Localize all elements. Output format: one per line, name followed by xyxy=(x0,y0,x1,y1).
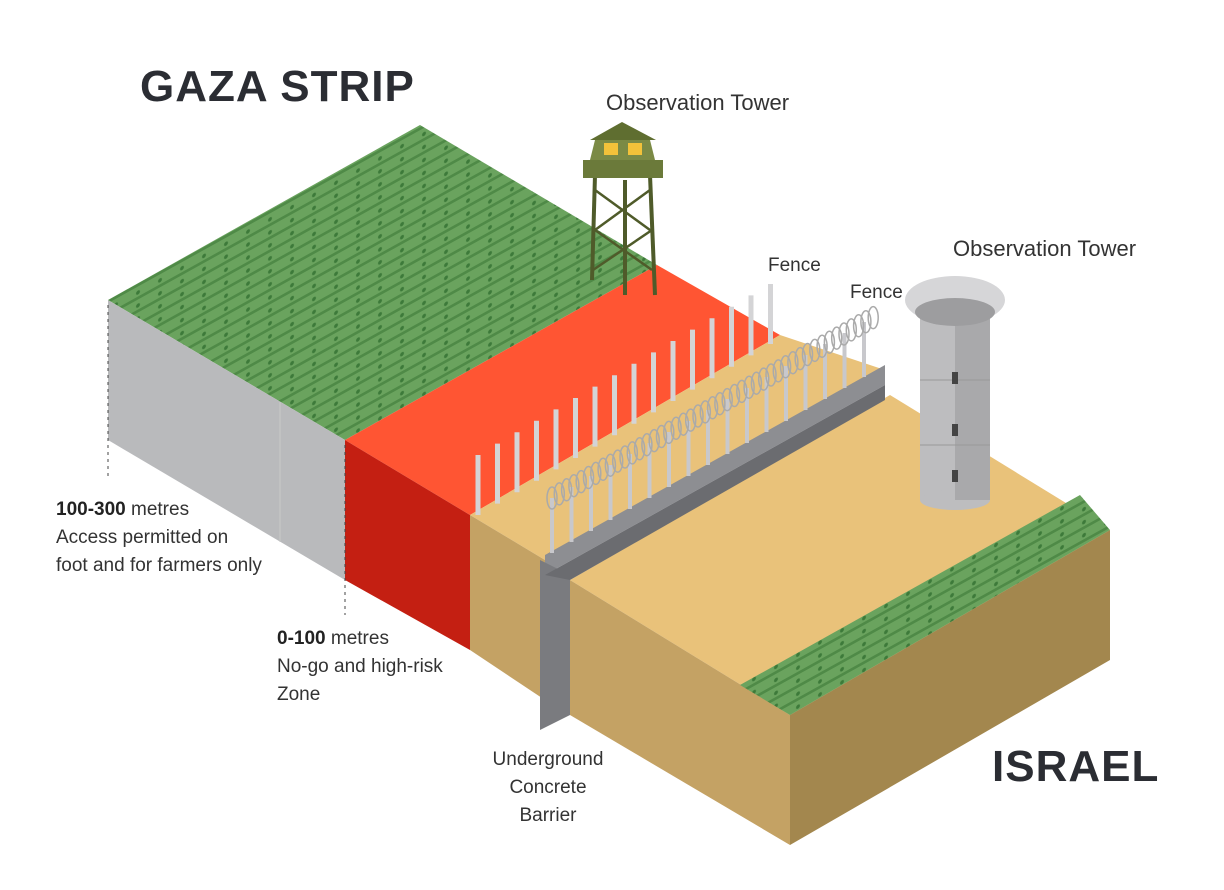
fence-2-label: Fence xyxy=(850,282,903,303)
tower-gaza-label: Observation Tower xyxy=(606,90,790,115)
israel-right xyxy=(790,530,1110,845)
razor-wire-coil xyxy=(597,457,609,482)
razor-wire-coil xyxy=(772,359,785,383)
israel-title: ISRAEL xyxy=(992,742,1160,791)
near-zone-unit: metres xyxy=(325,628,389,649)
razor-wire-coil xyxy=(663,420,675,445)
razor-wire-coil xyxy=(757,367,770,391)
razor-wire-coil xyxy=(787,350,799,375)
near-zone-desc-1: No-go and high-risk xyxy=(277,656,443,677)
razor-wire-coil xyxy=(721,387,733,412)
razor-wire-coil xyxy=(655,424,668,449)
razor-wire-coil xyxy=(801,342,814,367)
observation-tower-gaza xyxy=(583,122,663,296)
fence-1-label: Fence xyxy=(768,255,821,276)
far-zone-label: 100-300 metres Access permitted on foot … xyxy=(56,496,262,580)
razor-wire-coil xyxy=(590,461,602,486)
razor-wire-coil xyxy=(779,355,792,379)
razor-wire-coil xyxy=(860,309,872,334)
razor-wire-coil xyxy=(736,379,748,404)
razor-wire-coil xyxy=(845,318,858,342)
razor-wire-coil xyxy=(568,473,580,498)
razor-wire-coil xyxy=(714,391,726,416)
razor-wire-coil xyxy=(626,441,639,465)
far-zone-desc-2: foot and for farmers only xyxy=(56,555,262,576)
near-zone-desc-2: Zone xyxy=(277,684,321,705)
underground-barrier xyxy=(540,560,570,730)
razor-wire-coil xyxy=(684,408,697,432)
razor-wire-coil xyxy=(823,330,836,354)
razor-wire-coil xyxy=(604,453,617,477)
razor-wire xyxy=(546,305,879,510)
near-zone-range: 0-100 xyxy=(277,628,326,649)
razor-wire-coil xyxy=(582,465,595,490)
gaza-farmland-top xyxy=(108,125,657,440)
far-zone-desc-1: Access permitted on xyxy=(56,527,229,548)
razor-wire-coil xyxy=(611,449,624,473)
razor-wire-coil xyxy=(699,400,712,424)
razor-wire-coil xyxy=(560,478,573,502)
razor-wire-coil xyxy=(838,322,850,346)
razor-wire-coil xyxy=(830,326,843,350)
razor-wire-coil xyxy=(670,416,682,441)
razor-wire-coil xyxy=(809,338,821,363)
near-zone-label: 0-100 metres No-go and high-risk Zone xyxy=(277,625,443,709)
tower-israel-label: Observation Tower xyxy=(953,236,1137,261)
far-zone-unit: metres xyxy=(125,499,190,520)
razor-wire-coil xyxy=(743,375,755,400)
barrier-label-1: Underground xyxy=(492,749,604,770)
barrier-face xyxy=(545,385,885,580)
razor-wire-coil xyxy=(553,482,566,506)
no-go-zone-side xyxy=(345,440,470,650)
israel-front xyxy=(570,580,790,845)
razor-wire-coil xyxy=(641,432,653,457)
razor-wire-coil xyxy=(816,334,828,359)
fence-1 xyxy=(475,284,773,515)
gaza-far-zone-side xyxy=(108,300,345,580)
far-zone-range: 100-300 xyxy=(56,499,126,520)
razor-wire-coil xyxy=(546,486,558,510)
razor-wire-coil xyxy=(575,469,587,494)
concrete-wall-top xyxy=(545,365,885,575)
observation-tower-israel xyxy=(905,276,1005,510)
razor-wire-coil xyxy=(794,346,806,371)
razor-wire-coil xyxy=(633,437,646,461)
sand-strip-side xyxy=(470,515,545,700)
gaza-strip-title: GAZA STRIP xyxy=(140,62,415,111)
razor-wire-coil xyxy=(619,445,631,469)
razor-wire-coil xyxy=(677,412,690,436)
razor-wire-coil xyxy=(692,404,704,428)
barrier-label-3: Barrier xyxy=(519,805,577,826)
razor-wire-coil xyxy=(648,428,660,453)
razor-wire-coil xyxy=(750,371,763,395)
razor-wire-coil xyxy=(706,396,719,420)
no-go-zone-top xyxy=(345,265,780,515)
razor-wire-coil xyxy=(765,363,777,387)
barrier-label-2: Concrete xyxy=(509,777,587,798)
razor-wire-coil xyxy=(728,383,741,408)
razor-wire-coil xyxy=(852,314,865,338)
israel-farm-strip xyxy=(740,495,1110,715)
barrier-label: Underground Concrete Barrier xyxy=(478,746,618,830)
sand-strip-top xyxy=(470,335,885,560)
razor-wire-coil xyxy=(867,305,879,330)
